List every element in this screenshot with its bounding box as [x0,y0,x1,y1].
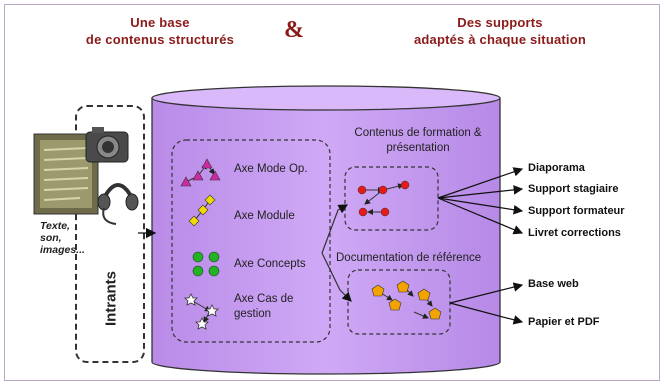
inputs-label: Texte, son, images... [40,220,85,256]
output-support-formateur: Support formateur [528,205,625,217]
axis-label-module: Axe Module [234,210,295,222]
module-markers [188,194,216,227]
axis-label-cas-line1: Axe Cas de [234,293,294,305]
axis-label-cas-line2: gestion [234,308,272,320]
camera-icon [85,127,129,163]
axes-box [171,139,331,343]
output-diaporama: Diaporama [528,162,585,174]
branch-arrows [321,204,352,302]
header-right-line2: adaptés à chaque situation [413,32,587,47]
output-base-web: Base web [528,278,579,290]
headset-icon [97,183,139,225]
concepts-markers [192,251,220,277]
diagram-frame [4,4,660,381]
inputs-line3: images... [40,244,85,256]
output-papier-pdf: Papier et PDF [528,316,600,328]
cas-markers [184,293,219,330]
axis-label-mode-op: Axe Mode Op. [234,163,308,175]
header-ampersand: & [284,17,304,43]
header-left-line1: Une base [130,15,190,30]
contenus-box [344,166,439,231]
documentation-markers [371,280,442,320]
contenus-markers [357,180,410,217]
mode-op-markers [180,158,221,187]
contenus-title-line1: Contenus de formation & [354,127,482,139]
documentation-box [347,269,451,335]
output-arrows [437,167,524,325]
header-left-line2: de contenus structurés [85,32,235,47]
documentation-title: Documentation de référence [336,252,482,264]
inputs-line2: son, [40,232,62,244]
header-right-line1: Des supports [457,15,543,30]
header-right: Des supports adaptés à chaque situation [360,14,640,48]
header-left: Une base de contenus structurés [40,14,280,48]
inputs-line1: Texte, [40,220,70,232]
contenus-title: Contenus de formation & présentation [338,126,498,156]
output-livret-corrections: Livret corrections [528,227,621,239]
contenus-title-line2: présentation [386,142,450,154]
axis-label-concepts: Axe Concepts [234,258,306,270]
intrants-label: Intrants [102,271,120,327]
axis-label-cas: Axe Cas de gestion [234,292,293,322]
output-support-stagiaire: Support stagiaire [528,183,619,195]
